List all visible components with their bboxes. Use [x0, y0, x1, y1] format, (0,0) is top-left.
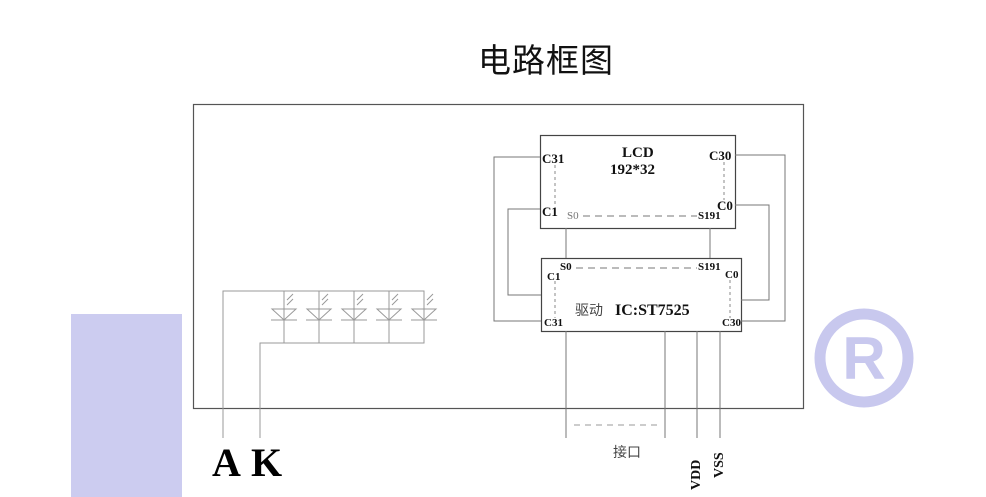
- svg-text:R: R: [842, 325, 885, 392]
- com-wire-c1: [507, 208, 541, 296]
- ic-pin-s0: S0: [560, 261, 572, 273]
- driver-label-cn: 驱动: [575, 303, 603, 319]
- cathode-label: K: [251, 440, 283, 485]
- vss-label: VSS: [712, 452, 727, 478]
- led-diode: [375, 291, 403, 343]
- backlight-wires: [222, 290, 425, 438]
- led-diode: [270, 291, 298, 343]
- interface-label: 接口: [613, 445, 641, 461]
- com-wire-c30: [735, 154, 786, 322]
- diagram-title: 电路框图: [478, 41, 614, 80]
- ic-pin-c1: C1: [547, 271, 561, 283]
- com-wire-c31: [493, 156, 541, 322]
- led-array: [270, 291, 438, 343]
- lcd-pin-c30: C30: [709, 148, 732, 163]
- lcd-pin-c0: C0: [717, 198, 733, 213]
- ic-pin-c30: C30: [722, 317, 741, 329]
- ic-pin-c31: C31: [544, 317, 563, 329]
- vdd-label: VDD: [689, 459, 704, 490]
- driver-ic-box: [540, 257, 743, 333]
- outer-frame: [192, 103, 805, 410]
- led-diode: [340, 291, 368, 343]
- anode-label: A: [212, 440, 241, 485]
- ic-pin-s191: S191: [698, 261, 721, 273]
- lcd-box: [539, 134, 737, 230]
- lcd-pin-c31: C31: [542, 151, 565, 166]
- decorative-block: [71, 314, 182, 497]
- lcd-name: LCD: [622, 145, 654, 161]
- led-diode: [305, 291, 333, 343]
- lcd-resolution: 192*32: [610, 162, 655, 178]
- driver-ic-model: IC:ST7525: [615, 302, 690, 319]
- lcd-pin-s191: S191: [698, 210, 721, 222]
- lcd-pin-s0: S0: [567, 210, 579, 222]
- led-diode: [410, 291, 438, 343]
- ic-pin-c0: C0: [725, 269, 739, 281]
- lcd-pin-c1: C1: [542, 204, 558, 219]
- com-wire-c0: [735, 204, 770, 301]
- registered-trademark-icon: R: [814, 308, 914, 408]
